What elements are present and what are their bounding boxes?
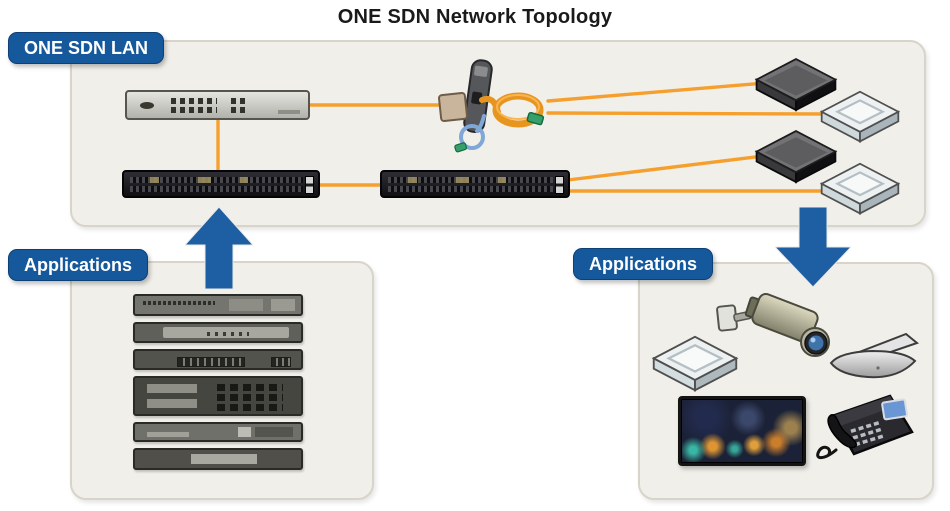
rack-server-icon: [133, 294, 303, 316]
up-arrow-icon: [185, 207, 253, 289]
fiber-wall-outlet-icon: [438, 59, 545, 153]
switch-led: [140, 102, 154, 109]
white-endpoint-box-icon: [819, 90, 901, 143]
rack-server-icon: [133, 448, 303, 470]
wireless-access-point-icon: [651, 335, 739, 392]
security-camera-icon: [716, 292, 830, 357]
rack-server-icon: [133, 349, 303, 370]
core-switch-icon: [122, 170, 320, 198]
digital-signage-display-icon: [678, 396, 806, 466]
down-arrow-icon: [775, 207, 851, 287]
ip-phone-icon: [816, 394, 914, 460]
white-endpoint-box-icon: [819, 162, 901, 215]
dark-endpoint-box-icon: [754, 130, 838, 184]
rack-server-icon: [133, 376, 303, 416]
diagram-title: ONE SDN Network Topology: [337, 6, 613, 28]
rack-server-icon: [133, 422, 303, 442]
applications-left-label: Applications: [8, 249, 149, 281]
rack-server-icon: [133, 322, 303, 343]
applications-right-label: Applications: [573, 248, 714, 280]
rack-server-stack: [133, 294, 303, 470]
distribution-switch-icon: [380, 170, 570, 198]
antenna-device-icon: [829, 332, 920, 379]
lan-label: ONE SDN LAN: [8, 32, 165, 64]
sdn-controller-switch-icon: [125, 90, 310, 120]
